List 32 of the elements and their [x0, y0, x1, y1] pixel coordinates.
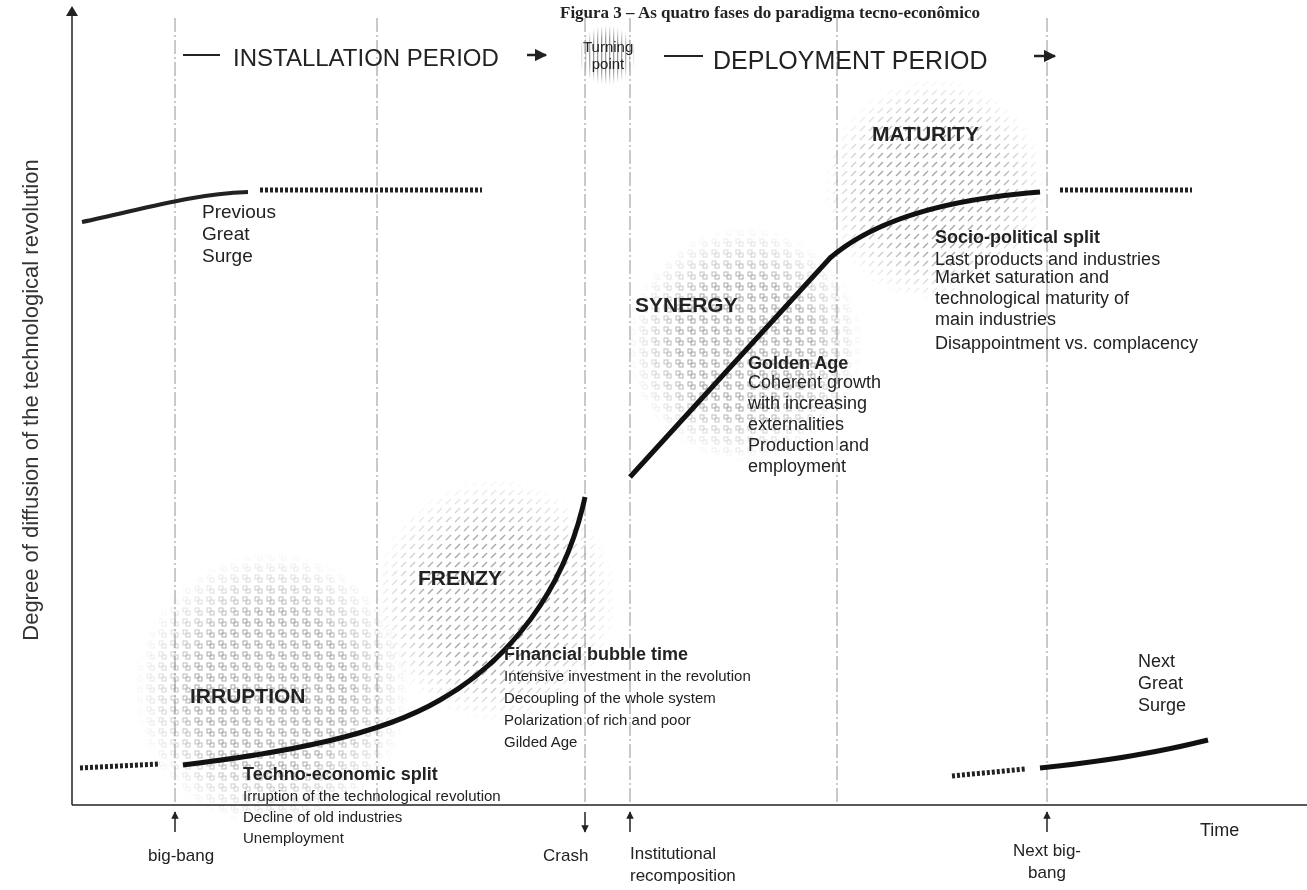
phase-name: FRENZY — [418, 565, 502, 591]
phase-heading: Techno-economic split — [243, 763, 438, 786]
phase-note: Gilded Age — [504, 732, 578, 752]
phase-name: SYNERGY — [635, 292, 738, 318]
phase-note: Decoupling of the whole system — [504, 688, 716, 708]
surge-label: Previous Great Surge — [202, 201, 277, 267]
phase-note: Decline of old industries — [243, 807, 403, 827]
event-label: big-bang — [148, 845, 215, 867]
phase-name: IRRUPTION — [190, 683, 306, 709]
event-label: Institutional recomposition — [630, 843, 737, 887]
phase-note: Last products and industries — [935, 248, 1161, 269]
event-label: Next big-bang — [1012, 840, 1082, 884]
phase-note: Unemployment — [243, 828, 344, 848]
phase-note: Production and employment — [748, 435, 871, 477]
period-label: INSTALLATION PERIOD — [233, 43, 499, 73]
phase-note: Coherent growth with increasing externalities — [748, 372, 883, 435]
phase-name: Turning point — [583, 38, 633, 72]
phase-heading: Financial bubble time — [504, 643, 689, 666]
phase-note: Intensive investment in the revolution — [504, 666, 751, 686]
surge-label: Next Great Surge — [1138, 650, 1188, 716]
phase-note: Irruption of the technological revolution — [243, 786, 501, 806]
axis-label: Degree of diffusion of the technological revolution — [16, 159, 44, 641]
phase-note: Disappointment vs. complacency — [935, 332, 1199, 355]
phase-heading: Socio-political split — [935, 226, 1100, 249]
phase-heading: Golden Age — [748, 352, 849, 375]
phase-note: Market saturation and technological maturity of main industries — [935, 267, 1131, 330]
period-label: DEPLOYMENT PERIOD — [713, 45, 988, 76]
phase-name: MATURITY — [872, 121, 979, 147]
figure-title: Figura 3 – As quatro fases do paradigma tecno-econômico — [560, 2, 980, 24]
phase-note: Polarization of rich and poor — [504, 710, 691, 730]
event-label: Crash — [543, 845, 589, 867]
axis-label: Time — [1200, 819, 1240, 842]
